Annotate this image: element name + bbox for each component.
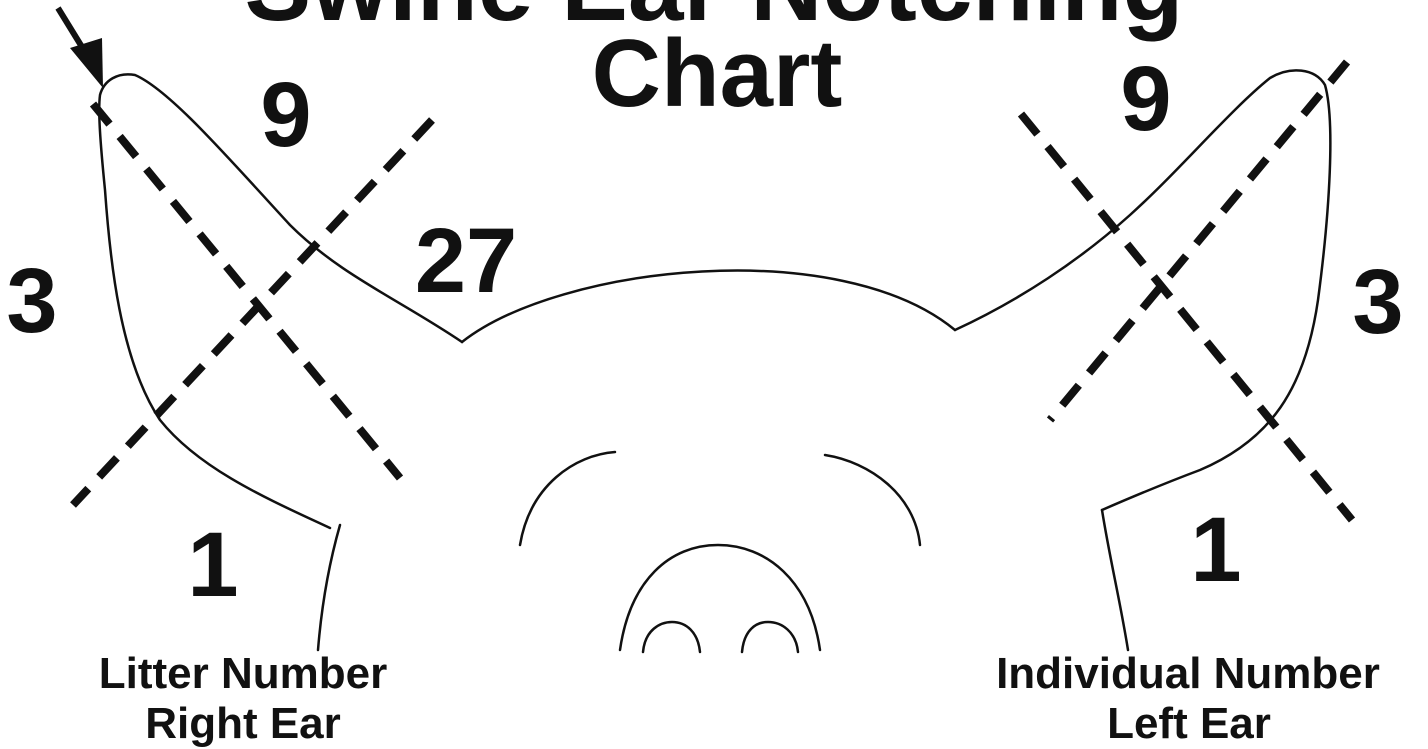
right-ear-notch-line-diagonal xyxy=(93,104,400,478)
left-ear-caption-line2: Left Ear xyxy=(1107,699,1271,748)
left-ear-notch-9: 9 xyxy=(1120,48,1171,150)
right-ear-notch-9: 9 xyxy=(260,64,311,166)
left-ear-notch-line-diagonal xyxy=(1021,114,1352,520)
right-ear-notch-3: 3 xyxy=(6,250,57,352)
left-ear-notch-1: 1 xyxy=(1190,499,1241,601)
left-ear-caption-line1: Individual Number xyxy=(996,649,1380,698)
head-outline xyxy=(462,271,955,342)
arrow-icon xyxy=(58,8,103,88)
left-eye-arc xyxy=(825,455,920,545)
right-ear-notch-1: 1 xyxy=(187,514,238,616)
right-ear-caption-line2: Right Ear xyxy=(145,699,341,748)
right-ear-caption-line1: Litter Number xyxy=(99,649,387,698)
right-ear-notch-27: 27 xyxy=(415,210,517,312)
chart-title-line2: Chart xyxy=(592,20,843,127)
nostril-right xyxy=(742,622,798,652)
left-ear-notch-3: 3 xyxy=(1352,251,1403,353)
right-ear-notch-line-cross xyxy=(73,120,432,505)
right-eye-arc xyxy=(520,452,615,545)
right-ear-base-line xyxy=(318,525,340,650)
left-ear-base-line xyxy=(1102,510,1128,650)
nostril-left xyxy=(643,622,700,652)
